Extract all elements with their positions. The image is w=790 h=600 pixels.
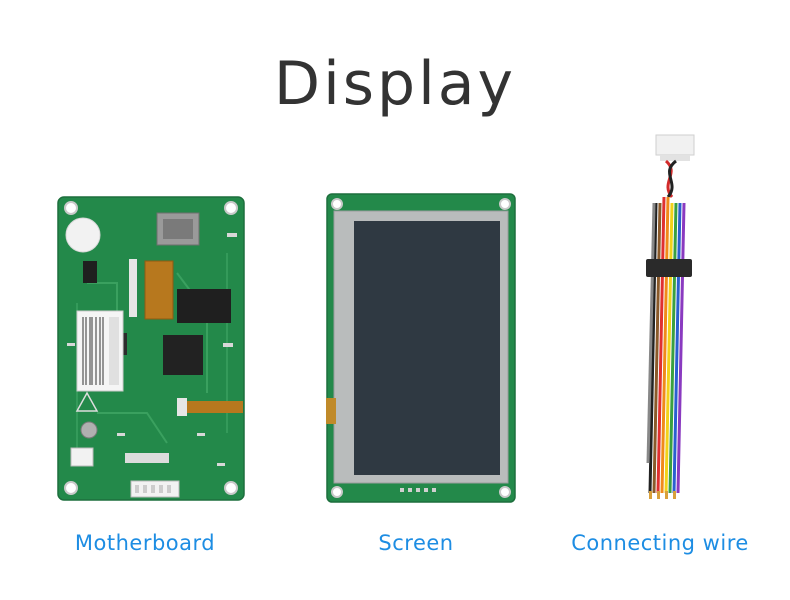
screen-image (326, 193, 516, 503)
motherboard-caption: Motherboard (74, 531, 216, 555)
motherboard-image (57, 193, 245, 503)
connecting-wire-caption: Connecting wire (571, 531, 749, 555)
connecting-wire-image (640, 133, 700, 503)
screen-caption: Screen (378, 531, 454, 555)
page-title: Display (273, 49, 517, 119)
